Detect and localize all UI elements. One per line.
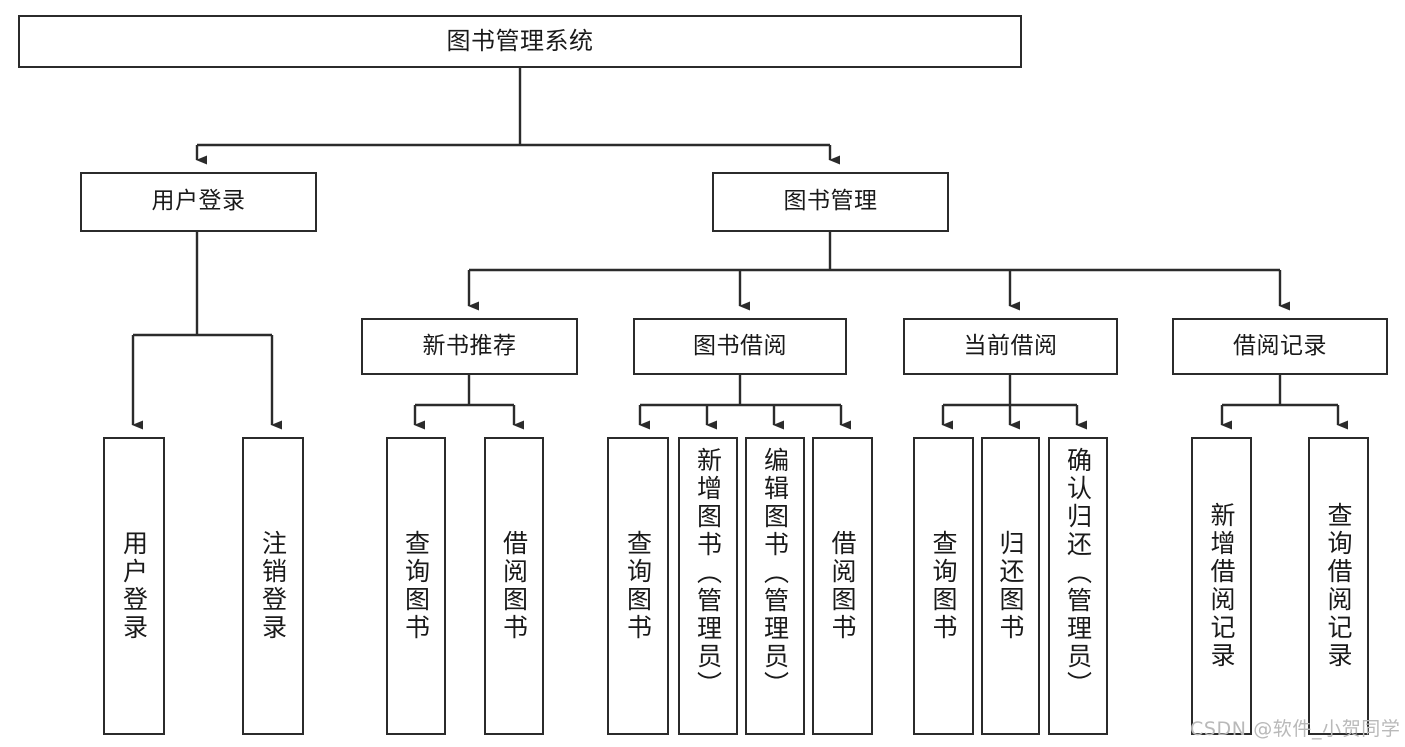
node-label: 确认归还（管理员） bbox=[1063, 447, 1093, 699]
node-label: 查询图书 bbox=[929, 530, 958, 642]
node-borrow-records[interactable]: 借阅记录 bbox=[1172, 318, 1388, 375]
leaf-user-login[interactable]: 用户登录 bbox=[103, 437, 165, 735]
leaf-add-book-admin[interactable]: 新增图书（管理员） bbox=[678, 437, 738, 735]
node-label: 图书借阅 bbox=[693, 332, 787, 359]
leaf-query-books-borrow[interactable]: 查询图书 bbox=[607, 437, 669, 735]
node-label: 当前借阅 bbox=[963, 332, 1058, 359]
leaf-query-borrow-record[interactable]: 查询借阅记录 bbox=[1308, 437, 1369, 735]
node-label: 用户登录 bbox=[119, 530, 149, 642]
node-label: 新书推荐 bbox=[422, 332, 517, 359]
leaf-borrow-books[interactable]: 借阅图书 bbox=[812, 437, 873, 735]
node-label: 借阅图书 bbox=[499, 530, 529, 642]
node-label: 图书管理 bbox=[783, 188, 878, 215]
node-book-management[interactable]: 图书管理 bbox=[712, 172, 949, 232]
node-label: 查询图书 bbox=[401, 530, 431, 642]
node-label: 借阅记录 bbox=[1233, 332, 1327, 359]
node-label: 用户登录 bbox=[151, 188, 246, 215]
node-new-book-recommend[interactable]: 新书推荐 bbox=[361, 318, 578, 375]
leaf-edit-book-admin[interactable]: 编辑图书（管理员） bbox=[745, 437, 805, 735]
leaf-return-books[interactable]: 归还图书 bbox=[981, 437, 1040, 735]
node-user-login[interactable]: 用户登录 bbox=[80, 172, 317, 232]
node-label: 注销登录 bbox=[258, 530, 288, 642]
node-label: 查询图书 bbox=[623, 530, 653, 642]
node-root-system[interactable]: 图书管理系统 bbox=[18, 15, 1022, 68]
leaf-borrow-books-recommend[interactable]: 借阅图书 bbox=[484, 437, 544, 735]
node-label: 编辑图书（管理员） bbox=[760, 447, 790, 699]
leaf-query-books-current[interactable]: 查询图书 bbox=[913, 437, 974, 735]
leaf-add-borrow-record[interactable]: 新增借阅记录 bbox=[1191, 437, 1252, 735]
node-label: 新增借阅记录 bbox=[1207, 502, 1236, 670]
leaf-confirm-return-admin[interactable]: 确认归还（管理员） bbox=[1048, 437, 1108, 735]
csdn-watermark: CSDN @软件_小贺同学 bbox=[1190, 718, 1401, 740]
node-label: 新增图书（管理员） bbox=[693, 447, 723, 699]
leaf-query-books-recommend[interactable]: 查询图书 bbox=[386, 437, 446, 735]
node-book-borrow[interactable]: 图书借阅 bbox=[633, 318, 847, 375]
node-label: 归还图书 bbox=[996, 530, 1025, 642]
node-label: 图书管理系统 bbox=[446, 27, 594, 56]
leaf-logout[interactable]: 注销登录 bbox=[242, 437, 304, 735]
node-current-borrow[interactable]: 当前借阅 bbox=[903, 318, 1118, 375]
node-label: 查询借阅记录 bbox=[1324, 502, 1353, 670]
node-label: 借阅图书 bbox=[828, 530, 857, 642]
